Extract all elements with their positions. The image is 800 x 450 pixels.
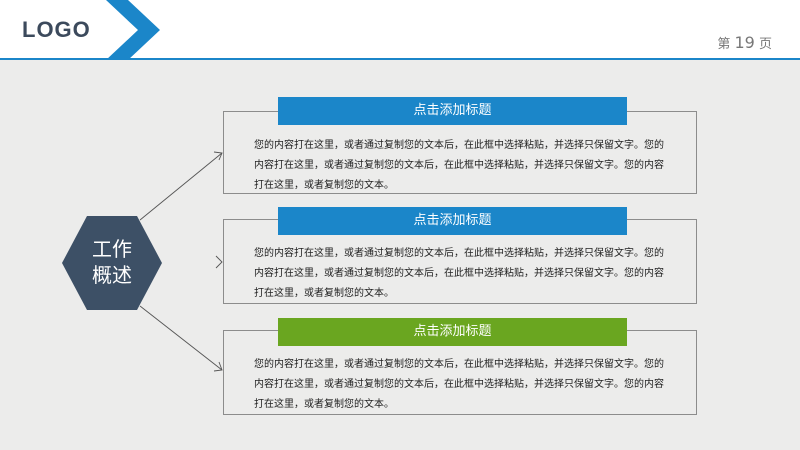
arrowhead-bottom xyxy=(213,361,223,372)
content-box-1-text: 您的内容打在这里，或者通过复制您的文本后，在此框中选择粘贴，并选择只保留文字。您… xyxy=(254,140,664,191)
hexagon-shape xyxy=(62,216,162,310)
arrowhead-top xyxy=(213,151,223,161)
header-divider xyxy=(0,58,800,60)
page-prefix: 第 xyxy=(717,37,731,52)
title-banner-2[interactable]: 点击添加标题 xyxy=(278,207,627,235)
page-number: 19 xyxy=(734,33,755,52)
connector-top xyxy=(139,152,223,221)
slide-header: LOGO 第 19 页 xyxy=(0,0,800,60)
content-box-3-text: 您的内容打在这里，或者通过复制您的文本后，在此框中选择粘贴，并选择只保留文字。您… xyxy=(254,359,664,410)
hexagon-label-line2: 概述 xyxy=(92,263,132,287)
chevron-decoration-icon xyxy=(106,0,160,60)
hexagon-label: 工作 概述 xyxy=(60,236,164,288)
connector-bottom xyxy=(139,305,223,371)
logo: LOGO xyxy=(22,17,91,42)
title-banner-1[interactable]: 点击添加标题 xyxy=(278,97,627,125)
hexagon-label-line1: 工作 xyxy=(92,237,132,261)
arrowhead-middle xyxy=(215,255,223,269)
content-box-2-text: 您的内容打在这里，或者通过复制您的文本后，在此框中选择粘贴，并选择只保留文字。您… xyxy=(254,248,664,299)
page-suffix: 页 xyxy=(758,37,772,52)
page-indicator: 第 19 页 xyxy=(717,33,772,52)
title-banner-3[interactable]: 点击添加标题 xyxy=(278,318,627,346)
